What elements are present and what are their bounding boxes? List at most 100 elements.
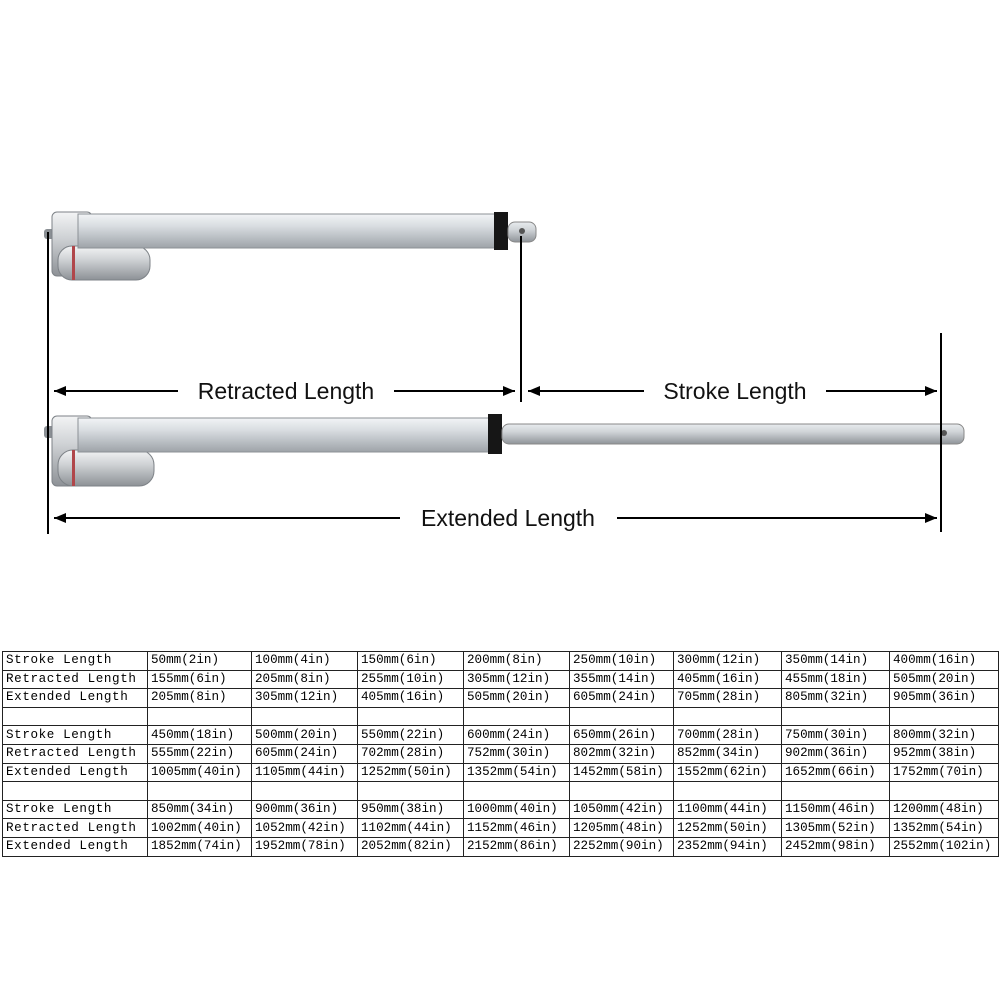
row-header: Retracted Length: [2, 743, 148, 764]
stroke-length-dimension: Stroke Length: [528, 378, 937, 404]
row-header: Extended Length: [2, 688, 148, 708]
row-header: Stroke Length: [2, 799, 148, 820]
table-cell: 50mm(2in): [147, 651, 252, 671]
table-cell: 150mm(6in): [357, 651, 464, 671]
table-cell: 305mm(12in): [251, 688, 358, 708]
empty-cell: [673, 781, 782, 801]
table-cell: 1852mm(74in): [147, 836, 252, 857]
separator-row: [2, 706, 999, 727]
separator-row: [2, 781, 999, 801]
table-cell: 1252mm(50in): [357, 762, 464, 783]
table-cell: 2152mm(86in): [463, 836, 570, 857]
table-cell: 1652mm(66in): [781, 762, 890, 783]
empty-cell: [251, 706, 358, 727]
table-cell: 700mm(28in): [673, 725, 782, 745]
table-cell: 500mm(20in): [251, 725, 358, 745]
motor: [57, 245, 151, 281]
table-cell: 400mm(16in): [889, 651, 999, 671]
table-cell: 2352mm(94in): [673, 836, 782, 857]
empty-cell: [2, 706, 148, 727]
table-cell: 605mm(24in): [569, 688, 674, 708]
outer-tube: [77, 213, 497, 249]
table-cell: 852mm(34in): [673, 743, 782, 764]
table-cell: 1005mm(40in): [147, 762, 252, 783]
empty-cell: [147, 706, 252, 727]
table-cell: 255mm(10in): [357, 669, 464, 690]
row-header: Extended Length: [2, 836, 148, 857]
end-cap: [488, 414, 502, 454]
motor-band: [72, 450, 75, 486]
table-cell: 200mm(8in): [463, 651, 570, 671]
table-cell: 605mm(24in): [251, 743, 358, 764]
table-cell: 300mm(12in): [673, 651, 782, 671]
table-cell: 205mm(8in): [147, 688, 252, 708]
extended-actuator: [44, 414, 965, 487]
table-cell: 1150mm(46in): [781, 799, 890, 820]
row-header: Retracted Length: [2, 669, 148, 690]
table-cell: 1352mm(54in): [463, 762, 570, 783]
table-cell: 305mm(12in): [463, 669, 570, 690]
table-cell: 2052mm(82in): [357, 836, 464, 857]
table-cell: 505mm(20in): [463, 688, 570, 708]
extended-length-label: Extended Length: [421, 505, 595, 531]
rod-hole: [519, 228, 525, 234]
retracted-length-label: Retracted Length: [198, 378, 374, 404]
table-cell: 650mm(26in): [569, 725, 674, 745]
table-cell: 555mm(22in): [147, 743, 252, 764]
table-cell: 1152mm(46in): [463, 818, 570, 838]
table-cell: 550mm(22in): [357, 725, 464, 745]
table-cell: 2252mm(90in): [569, 836, 674, 857]
row-header: Stroke Length: [2, 725, 148, 745]
arrowhead-left: [54, 513, 66, 523]
table-cell: 752mm(30in): [463, 743, 570, 764]
table-cell: 205mm(8in): [251, 669, 358, 690]
table-cell: 1252mm(50in): [673, 818, 782, 838]
table-cell: 705mm(28in): [673, 688, 782, 708]
actuator-diagram: Retracted Length Stroke Length Extended …: [44, 211, 965, 534]
empty-cell: [2, 781, 148, 801]
retracted-length-dimension: Retracted Length: [54, 378, 515, 404]
table-cell: 702mm(28in): [357, 743, 464, 764]
table-cell: 2452mm(98in): [781, 836, 890, 857]
table-cell: 350mm(14in): [781, 651, 890, 671]
table-cell: 850mm(34in): [147, 799, 252, 820]
table-cell: 802mm(32in): [569, 743, 674, 764]
table-cell: 952mm(38in): [889, 743, 999, 764]
table-cell: 902mm(36in): [781, 743, 890, 764]
table-cell: 455mm(18in): [781, 669, 890, 690]
table-cell: 355mm(14in): [569, 669, 674, 690]
table-cell: 1305mm(52in): [781, 818, 890, 838]
extended-rod: [501, 423, 965, 445]
table-cell: 600mm(24in): [463, 725, 570, 745]
table-cell: 1000mm(40in): [463, 799, 570, 820]
outer-tube: [77, 417, 491, 453]
table-cell: 1105mm(44in): [251, 762, 358, 783]
empty-cell: [357, 781, 464, 801]
arrowhead-left: [54, 386, 66, 396]
empty-cell: [147, 781, 252, 801]
stroke-length-label: Stroke Length: [663, 378, 806, 404]
table-cell: 405mm(16in): [673, 669, 782, 690]
table-cell: 155mm(6in): [147, 669, 252, 690]
table-cell: 505mm(20in): [889, 669, 999, 690]
arrowhead-left: [528, 386, 540, 396]
end-cap: [494, 212, 508, 250]
empty-cell: [889, 781, 999, 801]
row-header: Stroke Length: [2, 651, 148, 671]
empty-cell: [889, 706, 999, 727]
table-cell: 1052mm(42in): [251, 818, 358, 838]
motor-band: [72, 246, 75, 280]
table-cell: 1050mm(42in): [569, 799, 674, 820]
rod-hole: [941, 430, 947, 436]
arrowhead-right: [925, 513, 937, 523]
table-cell: 900mm(36in): [251, 799, 358, 820]
row-header: Extended Length: [2, 762, 148, 783]
